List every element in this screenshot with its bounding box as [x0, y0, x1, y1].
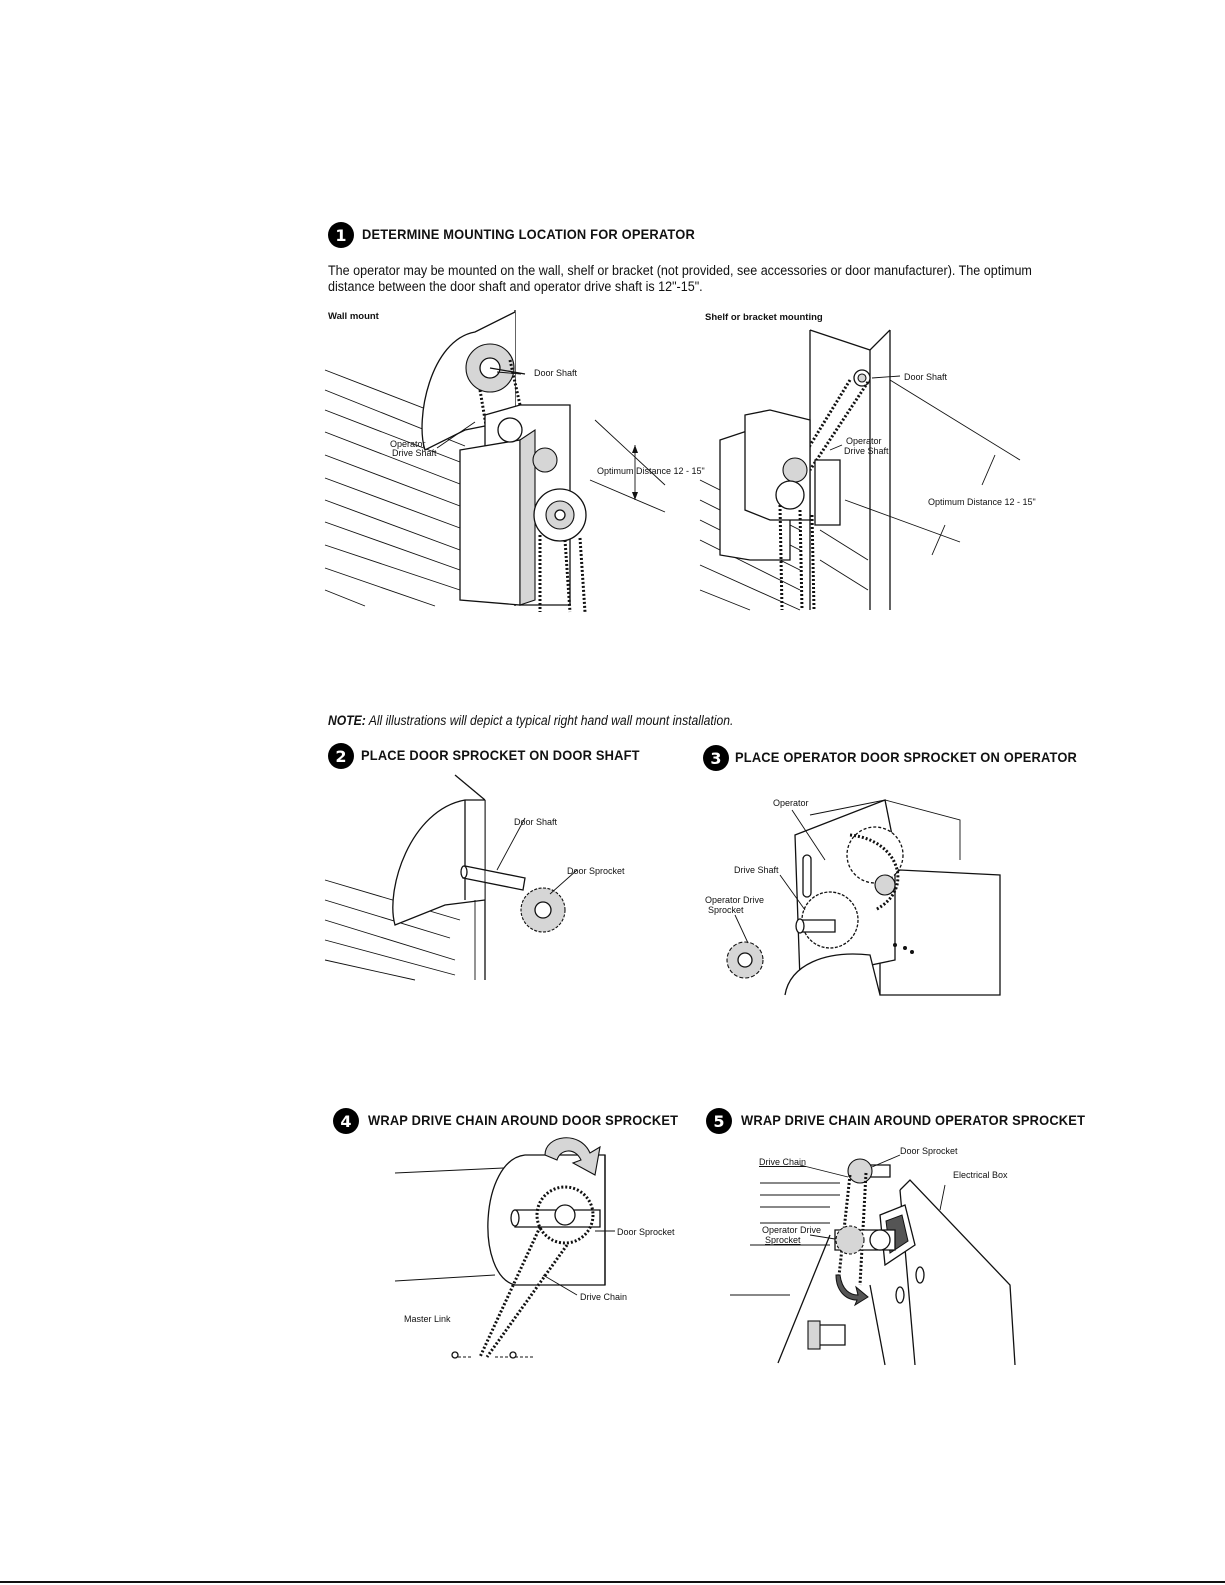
intro-line-1: The operator may be mounted on the wall,…	[328, 263, 1032, 278]
step-2-door-shaft-label: Door Shaft	[514, 817, 558, 827]
step-3-operator-drive-label: Operator Drive	[705, 895, 765, 905]
step-4-number: 4	[333, 1108, 359, 1134]
step-2-title: PLACE DOOR SPROCKET ON DOOR SHAFT	[361, 747, 640, 763]
step-3-drive-shaft-label: Drive Shaft	[734, 865, 779, 875]
step-3-illustration	[726, 799, 1001, 996]
step-4-illustration	[394, 1137, 615, 1359]
step-3-operator-label: Operator	[773, 798, 809, 808]
step-5-sprocket-label: Sprocket	[765, 1235, 801, 1245]
shelf-door-shaft-label: Door Shaft	[904, 372, 948, 382]
step-2-illustration	[324, 774, 578, 981]
step-1-title: DETERMINE MOUNTING LOCATION FOR OPERATOR	[362, 226, 695, 242]
step-5-number: 5	[706, 1108, 732, 1134]
shelf-mount-illustration	[699, 329, 1021, 611]
intro-line-2: distance between the door shaft and oper…	[328, 279, 703, 294]
intro-paragraph: The operator may be mounted on the wall,…	[328, 263, 1035, 295]
step-5-door-sprocket-label: Door Sprocket	[900, 1146, 958, 1156]
wall-mount-title: Wall mount	[328, 311, 379, 322]
wall-door-shaft-label: Door Shaft	[534, 368, 578, 378]
wall-optimum-distance-label: Optimum Distance 12 - 15"	[597, 466, 705, 476]
step-5-drive-chain-label: Drive Chain	[759, 1157, 807, 1167]
shelf-mount-title: Shelf or bracket mounting	[705, 312, 823, 323]
step-3-title: PLACE OPERATOR DOOR SPROCKET ON OPERATOR	[735, 749, 1078, 765]
wall-operator-label: Operator	[390, 439, 426, 449]
bottom-rule	[0, 1581, 1225, 1583]
wall-mount-illustration	[324, 310, 666, 613]
shelf-operator-label: Operator	[846, 436, 882, 446]
note-prefix: NOTE:	[328, 713, 366, 728]
wall-drive-shaft-label: Drive Shaft	[392, 448, 437, 458]
step-1-number: 1	[328, 222, 354, 248]
shelf-drive-shaft-label: Drive Shaft	[844, 446, 889, 456]
step-5-title: WRAP DRIVE CHAIN AROUND OPERATOR SPROCKE…	[741, 1112, 1086, 1128]
step-5-operator-drive-label: Operator Drive	[762, 1225, 822, 1235]
step-2-door-sprocket-label: Door Sprocket	[567, 866, 625, 876]
step-5-illustration	[730, 1154, 1016, 1366]
step-3-sprocket-label: Sprocket	[708, 905, 744, 915]
step-4-door-sprocket-label: Door Sprocket	[617, 1227, 675, 1237]
step-2-number: 2	[328, 743, 354, 769]
note-text: All illustrations will depict a typical …	[368, 713, 734, 728]
step-4-drive-chain-label: Drive Chain	[580, 1292, 628, 1302]
step-3-number: 3	[703, 745, 729, 771]
step-5-electrical-box-label: Electrical Box	[953, 1170, 1008, 1180]
step-4-master-link-label: Master Link	[404, 1314, 451, 1324]
note: NOTE: All illustrations will depict a ty…	[328, 713, 733, 728]
shelf-optimum-distance-label: Optimum Distance 12 - 15"	[928, 497, 1036, 507]
step-4-title: WRAP DRIVE CHAIN AROUND DOOR SPROCKET	[368, 1112, 679, 1128]
